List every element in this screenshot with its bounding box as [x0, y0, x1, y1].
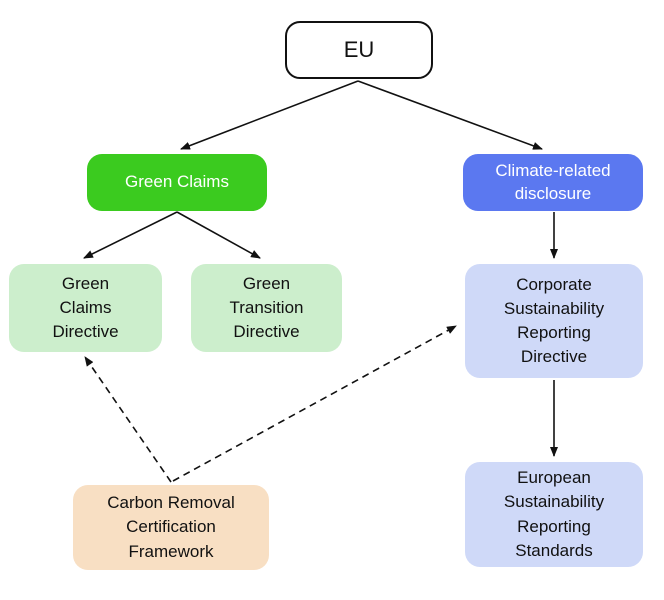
node-climate-related-disclosure: Climate-related disclosure: [463, 154, 643, 211]
node-climate-related-disclosure-label: Climate-related disclosure: [495, 160, 611, 203]
node-carbon-removal-certification-framework: Carbon Removal Certification Framework: [73, 485, 269, 570]
node-eu: EU: [285, 21, 433, 79]
node-carbon-removal-certification-framework-label: Carbon Removal Certification Framework: [107, 493, 235, 561]
node-european-sustainability-reporting-standards: European Sustainability Reporting Standa…: [465, 462, 643, 567]
node-green-transition-directive: Green Transition Directive: [191, 264, 342, 352]
node-green-transition-directive-label: Green Transition Directive: [229, 273, 304, 342]
edge-green-claims-to-green-claims-directive: [83, 211, 178, 259]
node-green-claims-directive: Green Claims Directive: [9, 264, 162, 352]
node-green-claims-directive-label: Green Claims Directive: [52, 273, 119, 342]
node-green-claims-label: Green Claims: [125, 172, 229, 192]
edge-eu-to-climate-disclosure: [357, 80, 543, 150]
node-corporate-sustainability-reporting-directive: Corporate Sustainability Reporting Direc…: [465, 264, 643, 378]
node-green-claims: Green Claims: [87, 154, 267, 211]
node-eu-label: EU: [343, 36, 375, 62]
edge-crcf-to-green-claims-directive: [84, 356, 172, 483]
node-european-sustainability-reporting-standards-label: European Sustainability Reporting Standa…: [503, 468, 605, 560]
node-corporate-sustainability-reporting-directive-label: Corporate Sustainability Reporting Direc…: [503, 274, 605, 367]
edge-green-claims-to-green-transition-directive: [176, 211, 261, 259]
edge-eu-to-green-claims: [180, 80, 359, 150]
